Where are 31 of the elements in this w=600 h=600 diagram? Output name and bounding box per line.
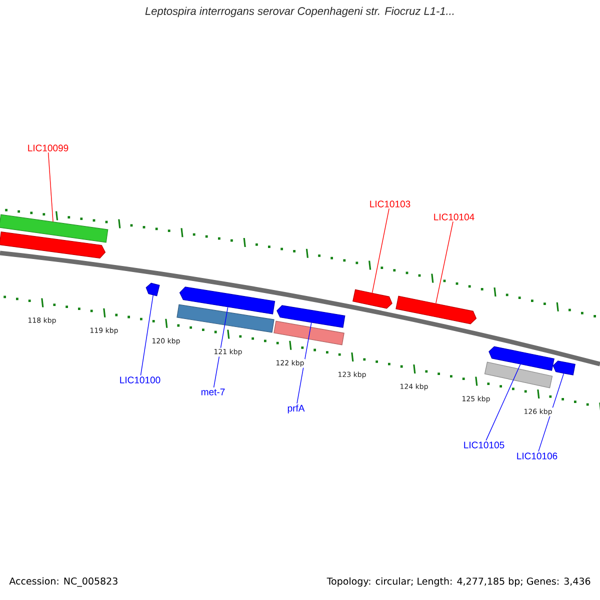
leader-line — [486, 364, 521, 441]
leader-line — [296, 322, 312, 404]
gene-label: LIC10105 — [464, 442, 504, 448]
gene-label: LIC10106 — [517, 452, 558, 460]
title: Leptospira interrogans serovar Copenhageni str. Fiocruz L1-1... — [145, 6, 454, 18]
leader-line — [372, 208, 390, 294]
gene-feature — [488, 346, 554, 371]
gene-label: prfA — [288, 404, 305, 414]
feature-bar — [274, 320, 344, 346]
genome-info-text: Topology: circular; Length: 4,277,185 bp; Genes: 3,436 — [326, 577, 590, 587]
gene-feature — [179, 286, 276, 314]
gene-label: LIC10103 — [370, 200, 410, 208]
gene-feature — [552, 360, 576, 376]
leader-line — [48, 152, 54, 222]
accession-text: Accession: NC_005823 — [9, 577, 118, 587]
gene-feature — [396, 296, 477, 324]
gene-feature — [352, 289, 392, 309]
leader-line — [436, 221, 454, 304]
gene-feature — [276, 305, 346, 328]
gene-label: met-7 — [201, 388, 225, 396]
gene-label: LIC10100 — [120, 376, 160, 384]
gene-feature — [146, 282, 160, 296]
feature-bar — [176, 304, 274, 333]
gene-label: LIC10099 — [28, 144, 68, 152]
feature-bar — [484, 362, 553, 388]
leader-line — [140, 294, 154, 376]
leader-line — [213, 306, 228, 388]
gene-feature — [0, 232, 106, 258]
feature-bar — [0, 214, 108, 243]
gene-label: LIC10104 — [434, 214, 474, 220]
leader-line — [538, 373, 564, 452]
